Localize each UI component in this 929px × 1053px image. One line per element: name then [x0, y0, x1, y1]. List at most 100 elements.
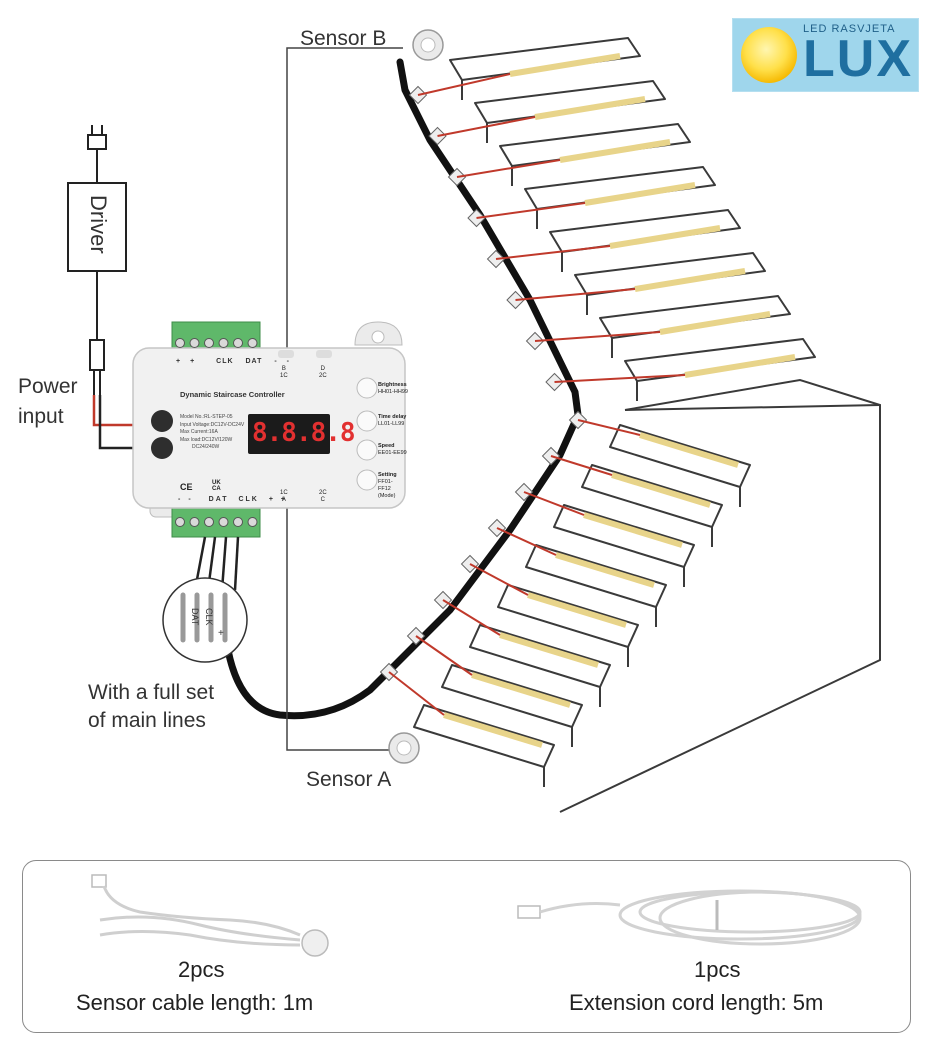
lower-step	[469, 624, 611, 707]
upper-step	[599, 295, 791, 358]
upper-step	[449, 37, 641, 100]
terminal-screw	[218, 517, 229, 527]
lower-step	[497, 584, 639, 667]
display-digits: 8.8.8.8	[252, 418, 356, 448]
seven-segment-display	[248, 414, 330, 454]
extension-cord-caption: Extension cord length: 5m	[569, 990, 824, 1015]
sensor-a-icon	[388, 732, 420, 764]
top-terminal-labels: ++ CLK DAT --	[176, 358, 299, 365]
wire-label-plus: +	[218, 628, 224, 639]
led-strip	[471, 672, 571, 708]
led-strip	[534, 96, 646, 120]
controller-spec-lines: Model No.:RL-STEP-05 Input Voltage:DC12V…	[180, 414, 245, 450]
terminal-screw	[233, 338, 243, 348]
knob-bottom	[151, 437, 173, 459]
red-wire	[469, 563, 529, 596]
sun-logo-icon	[741, 27, 797, 83]
terminal-screw	[189, 338, 200, 348]
main-lines-label-1: With a full set	[88, 681, 215, 704]
lower-step	[441, 664, 583, 747]
red-wire	[550, 455, 613, 476]
red-wire	[415, 635, 473, 676]
power-input-label-2: input	[18, 405, 64, 428]
sensor-cable-illustration	[91, 874, 329, 957]
led-strip	[527, 592, 627, 628]
terminal-screw	[204, 517, 214, 527]
led-strip	[509, 53, 621, 77]
led-strip	[609, 225, 721, 249]
lower-step	[525, 544, 667, 627]
lower-step	[413, 704, 555, 787]
wire-label-clk: CLK	[203, 608, 214, 626]
main-lines-label-2: of main lines	[88, 709, 206, 732]
red-wire	[534, 331, 661, 342]
lower-step	[553, 504, 695, 587]
sensor-a-label: Sensor A	[306, 768, 392, 791]
ukca-mark: UK CA	[212, 480, 221, 492]
red-wire	[417, 73, 511, 96]
led-strips	[388, 53, 796, 748]
controller	[132, 321, 406, 538]
power-input-label-1: Power	[18, 375, 78, 398]
led-strip	[639, 432, 739, 468]
led-strip	[584, 182, 696, 206]
terminal-screw	[247, 517, 258, 527]
led-strip	[684, 354, 796, 378]
red-wire	[388, 671, 445, 716]
terminal-screw	[233, 517, 243, 527]
red-wire	[554, 374, 686, 383]
logo-small-text: LED RASVJETA	[803, 23, 896, 35]
lux-logo: LED RASVJETA LUX	[732, 18, 919, 92]
lower-stair-flight	[413, 424, 751, 787]
sensor-cable-qty: 2pcs	[178, 957, 225, 982]
extension-cord-qty: 1pcs	[694, 957, 741, 982]
led-strip	[555, 552, 655, 588]
lower-step	[609, 424, 751, 507]
power-red-wire	[92, 395, 150, 427]
led-strip	[443, 712, 543, 748]
sensor-b-icon	[412, 29, 444, 61]
extension-cord-illustration	[517, 889, 862, 946]
terminal-screws	[175, 338, 258, 527]
terminal-screw	[204, 338, 214, 348]
logo-big-text: LUX	[803, 30, 913, 88]
upper-step	[549, 209, 741, 272]
led-strip	[559, 139, 671, 163]
led-strip	[611, 472, 711, 508]
upper-stair-flight	[449, 37, 816, 401]
wire-zoom-circle	[162, 577, 248, 663]
stair-side-wall	[559, 378, 881, 813]
accessories-panel	[22, 860, 911, 1033]
led-strip	[659, 311, 771, 335]
wire-label-dat: DAT	[189, 608, 200, 626]
upper-step	[624, 338, 816, 401]
red-wire	[515, 288, 636, 301]
bus-connector-nodes	[379, 85, 588, 682]
driver-output-cable	[89, 271, 105, 395]
bottom-terminal-labels: -- DAT CLK ++	[178, 496, 293, 503]
knob-top	[151, 410, 173, 432]
terminal-screw	[218, 338, 229, 348]
controller-title: Dynamic Staircase Controller	[180, 390, 285, 399]
sensor-b-label: Sensor B	[300, 27, 387, 50]
led-strip	[499, 632, 599, 668]
sensor-wires	[286, 47, 403, 751]
red-wire	[496, 527, 557, 556]
upper-step	[574, 252, 766, 315]
terminal-screw	[189, 517, 200, 527]
plug-icon	[87, 125, 107, 183]
red-wire	[476, 202, 586, 219]
led-strip	[583, 512, 683, 548]
driver-box	[67, 182, 127, 272]
ce-mark: CE	[180, 482, 193, 492]
lower-step	[581, 464, 723, 547]
terminal-screw	[247, 338, 258, 348]
